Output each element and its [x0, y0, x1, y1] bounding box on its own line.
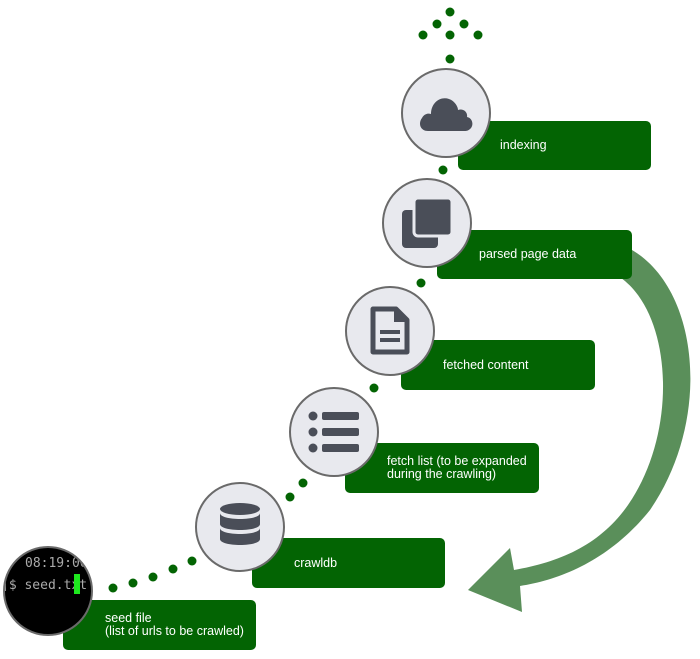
step-crawldb-label: crawldb [252, 538, 445, 588]
label-text: (list of urls to be crawled) [105, 624, 244, 638]
loop-back-arrow [468, 250, 691, 612]
cloud-icon [420, 98, 473, 131]
step-fetched-label: fetched content [401, 340, 595, 390]
label-text: parsed page data [479, 247, 577, 261]
step-seed-terminal: 08:19:06 20 ]$ seed.txt [3, 546, 93, 636]
step-seed-label: seed file(list of urls to be crawled) [63, 600, 256, 650]
step-parsed-label: parsed page data [437, 230, 632, 279]
dotted-path [108, 7, 483, 593]
step-indexing-label: indexing [458, 121, 651, 170]
step-crawldb-circle [195, 482, 285, 572]
step-indexing-circle [401, 68, 491, 158]
document-icon [370, 306, 410, 355]
step-fetchlist-circle [289, 387, 379, 477]
copy-icon [402, 196, 454, 248]
step-parsed-circle [382, 178, 472, 268]
terminal-line-2: ]$ seed.txt [3, 578, 88, 593]
label-text: indexing [500, 138, 547, 152]
cursor-icon [74, 574, 80, 594]
label-text: fetch list (to be expanded [387, 454, 527, 468]
label-text: during the crawling) [387, 467, 497, 481]
step-fetched-circle [345, 286, 435, 376]
label-text: fetched content [443, 357, 529, 372]
label-text: crawldb [294, 555, 338, 570]
terminal-line-1: 08:19:06 20 [25, 556, 91, 571]
label-text: seed file [105, 611, 152, 625]
list-icon [308, 411, 359, 453]
database-icon [220, 503, 260, 545]
